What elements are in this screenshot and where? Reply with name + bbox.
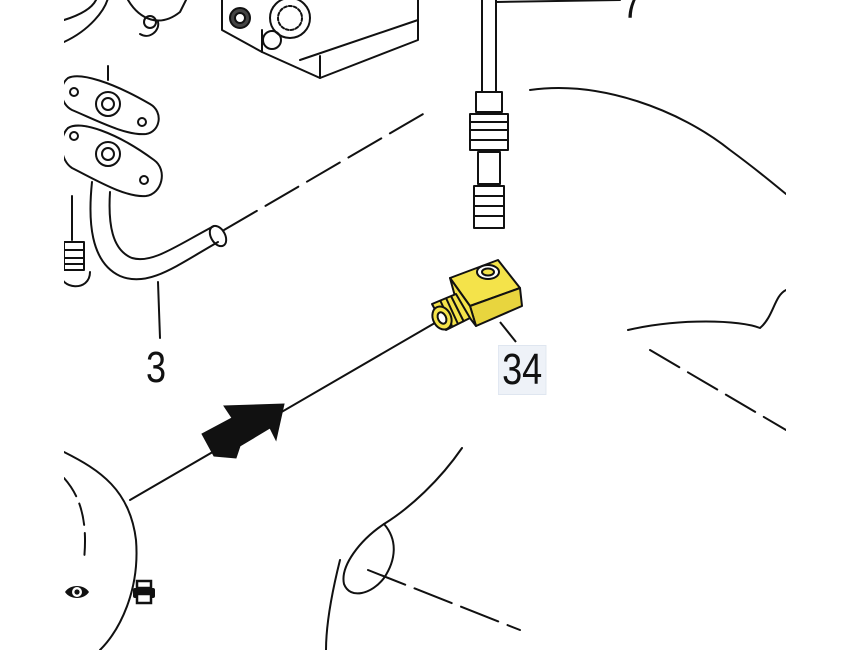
callout-34[interactable]: 34 xyxy=(498,345,547,395)
assembly-guide-line xyxy=(129,319,441,501)
gasket-flanges xyxy=(60,65,163,198)
curved-pipe xyxy=(89,181,228,339)
callout-3: 3 xyxy=(146,343,167,392)
wheel-outline xyxy=(63,451,138,650)
manifold-fragment xyxy=(63,0,187,43)
pipe-guide-line xyxy=(223,109,431,231)
printer-icon[interactable] xyxy=(133,579,155,605)
eye-icon[interactable] xyxy=(65,586,89,598)
highlighted-fitting-34 xyxy=(431,259,523,343)
callout-7: 7 xyxy=(622,0,643,28)
body-outline-right xyxy=(325,87,787,650)
right-margin xyxy=(786,0,850,650)
hose-fitting xyxy=(469,0,621,229)
bolt xyxy=(59,195,91,288)
left-margin xyxy=(0,0,64,650)
direction-arrow xyxy=(201,403,285,459)
valve-block xyxy=(221,0,419,79)
